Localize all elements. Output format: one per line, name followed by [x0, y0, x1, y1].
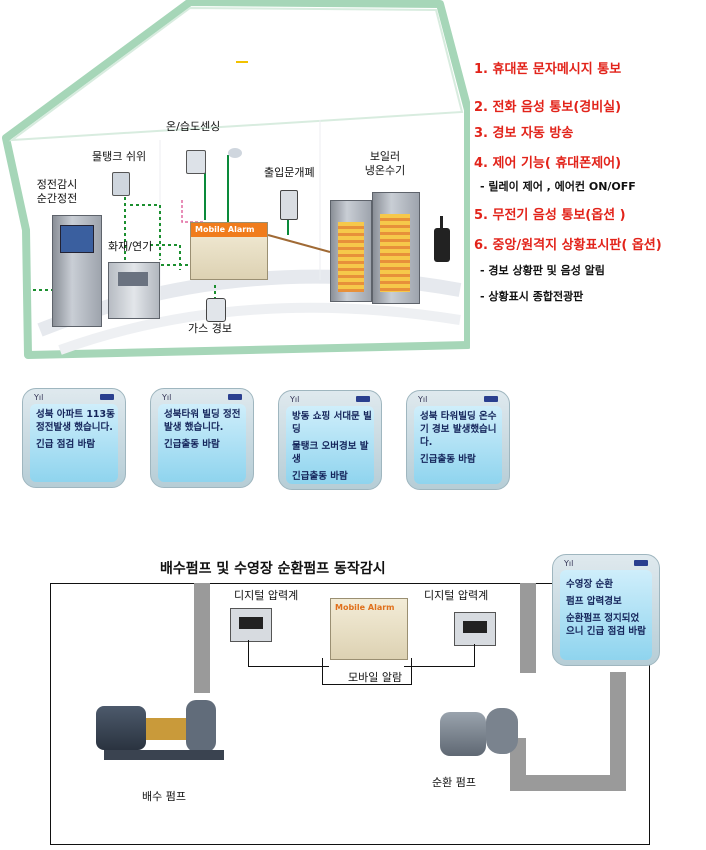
drain-pump-casing: [186, 700, 216, 752]
label-temp-humidity: 온/습도센싱: [166, 120, 221, 133]
label-mobile-alarm: 모바일 알람: [348, 671, 403, 684]
signal-icon: Yıl: [290, 395, 300, 404]
pipe-right-riser: [610, 672, 626, 791]
phone-2-line-2: 긴급출동 바람: [164, 439, 220, 450]
phone-3-line-1: 방동 쇼핑 서대문 빌딩: [292, 411, 372, 435]
wire-right: [404, 644, 475, 667]
door-sensor-icon: [280, 190, 298, 220]
pump-title: 배수펌프 및 수영장 순환펌프 동작감시: [160, 561, 386, 577]
circulation-pump-casing: [486, 708, 518, 754]
temperature-sensor-icon: [186, 150, 206, 174]
pipe-right-bottom: [510, 775, 610, 791]
humidity-sensor-icon: [228, 148, 242, 158]
drain-pump-motor: [96, 706, 146, 750]
feature-6-sub-b: - 상황표시 종합전광판: [480, 290, 584, 303]
wire-bottom: [322, 658, 412, 685]
phone-message-2: Yıl 성북타워 빌딩 정전발생 했습니다. 긴급출동 바람: [150, 388, 254, 488]
radio-antenna: [440, 216, 443, 230]
label-boiler: 보일러 냉온수기: [364, 150, 406, 177]
pressure-gauge-right: [454, 612, 496, 646]
battery-icon: [356, 396, 370, 402]
feature-6: 6. 중앙/원격지 상황표시판( 옵션): [474, 238, 662, 253]
signal-icon: Yıl: [162, 393, 172, 402]
feature-4: 4. 제어 기능( 휴대폰제어): [474, 156, 622, 171]
label-fire-smoke: 화재/연기: [108, 240, 153, 253]
fire-panel: [108, 262, 160, 319]
wire-left: [248, 640, 329, 667]
radio-icon: [434, 228, 450, 262]
pump-phone-line-1: 수영장 순환: [566, 579, 614, 590]
label-circulation-pump: 순환 펌프: [432, 776, 476, 789]
boiler-panel-1: [338, 222, 364, 292]
phone-1-line-1: 성북 아파트 113동 정전발생 했습니다.: [36, 409, 115, 433]
battery-icon: [634, 560, 648, 566]
phone-message-1: Yıl 성북 아파트 113동 정전발생 했습니다. 긴급 점검 바람: [22, 388, 126, 488]
label-door: 출입문개폐: [264, 166, 315, 179]
pipe-left-vertical: [194, 583, 210, 693]
device-brand-pump: Mobile Alarm: [335, 603, 395, 612]
pipe-right-vertical: [520, 583, 536, 673]
mobile-alarm-device-pump: Mobile Alarm: [330, 598, 408, 660]
battery-icon: [100, 394, 114, 400]
pump-phone-line-3: 순환펌프 정지되었으니 긴급 점검 바람: [566, 613, 646, 637]
feature-1: 1. 휴대폰 문자메시지 통보: [474, 62, 622, 77]
feature-5: 5. 무전기 음성 통보(옵션 ): [474, 208, 626, 223]
gas-sensor-icon: [206, 298, 226, 322]
phone-3-line-3: 긴급출동 바람: [292, 471, 348, 482]
label-gauge-left: 디지털 압력계: [234, 589, 299, 602]
label-power-outage: 정전감시 순간정전: [36, 178, 78, 205]
cabinet-panel: [60, 225, 94, 253]
mobile-alarm-device: Mobile Alarm: [190, 222, 268, 280]
drain-pump-base: [104, 750, 224, 760]
pump-phone-line-2: 펌프 압력경보: [566, 596, 622, 607]
water-tank-switch-icon: [112, 172, 130, 196]
feature-6-sub-a: - 경보 상황판 및 음성 알림: [480, 264, 605, 277]
circulation-pump-motor: [440, 712, 486, 756]
label-water-tank: 물탱크 쉬위: [92, 150, 147, 163]
phone-message-4: Yıl 성북 타워빌딩 온수기 경보 발생했습니다. 긴급출동 바람: [406, 390, 510, 490]
feature-2: 2. 전화 음성 통보(경비실): [474, 100, 622, 115]
phone-1-line-2: 긴급 점검 바람: [36, 439, 96, 450]
phone-4-line-2: 긴급출동 바람: [420, 454, 476, 465]
boiler-panel-2: [380, 214, 410, 292]
fire-panel-display: [118, 272, 148, 286]
device-brand: Mobile Alarm: [191, 223, 267, 237]
label-gas: 가스 경보: [188, 322, 232, 335]
battery-icon: [484, 396, 498, 402]
drain-pump-coupling: [146, 718, 186, 740]
pipe-right-elbow: [510, 738, 526, 791]
feature-3: 3. 경보 자동 방송: [474, 126, 574, 141]
label-gauge-right: 디지털 압력계: [424, 589, 489, 602]
feature-4-sub: - 릴레이 제어 , 에어컨 ON/OFF: [480, 180, 636, 193]
signal-icon: Yıl: [418, 395, 428, 404]
battery-icon: [228, 394, 242, 400]
phone-3-line-2: 물탱크 오버경보 발생: [292, 441, 369, 465]
phone-4-line-1: 성북 타워빌딩 온수기 경보 발생했습니다.: [420, 411, 497, 448]
pump-frame: [50, 583, 650, 845]
signal-icon: Yıl: [34, 393, 44, 402]
phone-2-line-1: 성북타워 빌딩 정전발생 했습니다.: [164, 409, 241, 433]
signal-icon: Yıl: [564, 559, 574, 568]
label-drain-pump: 배수 펌프: [142, 790, 186, 803]
pressure-gauge-left: [230, 608, 272, 642]
